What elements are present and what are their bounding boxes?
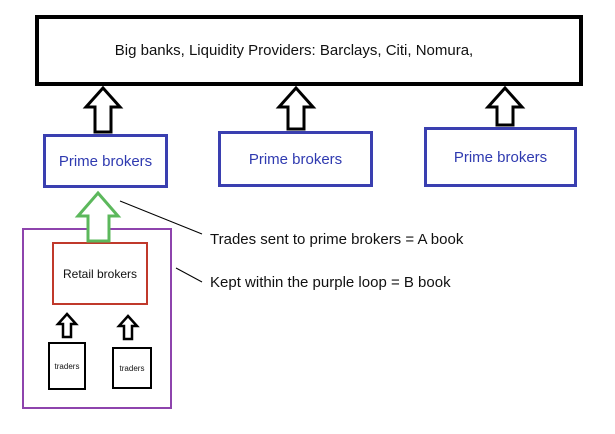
trader-label-1: traders — [54, 361, 80, 371]
retail-brokers-box: Retail brokers — [52, 242, 148, 305]
liquidity-providers-label: Big banks, Liquidity Providers: Barclays… — [114, 42, 474, 59]
a-book-annotation: Trades sent to prime brokers = A book — [210, 231, 464, 248]
prime-broker-label-3: Prime brokers — [453, 148, 548, 166]
prime-broker-label-1: Prime brokers — [58, 152, 153, 170]
up-arrow-3 — [484, 85, 526, 127]
a-book-connector — [119, 200, 203, 235]
green-up-arrow — [74, 190, 122, 243]
trader-label-2: traders — [119, 363, 145, 373]
retail-brokers-label: Retail brokers — [62, 266, 138, 281]
trader-box-2: traders — [112, 347, 152, 389]
prime-broker-label-2: Prime brokers — [248, 150, 343, 168]
trader-arrow-1 — [55, 312, 79, 339]
liquidity-providers-box: Big banks, Liquidity Providers: Barclays… — [35, 15, 583, 86]
up-arrow-2 — [275, 85, 317, 131]
trader-arrow-2 — [116, 314, 140, 341]
up-arrow-1 — [82, 85, 124, 134]
prime-broker-box-3: Prime brokers — [424, 127, 577, 187]
prime-broker-box-1: Prime brokers — [43, 134, 168, 188]
b-book-connector — [175, 267, 203, 283]
prime-broker-box-2: Prime brokers — [218, 131, 373, 187]
b-book-annotation: Kept within the purple loop = B book — [210, 274, 451, 291]
trader-box-1: traders — [48, 342, 86, 390]
